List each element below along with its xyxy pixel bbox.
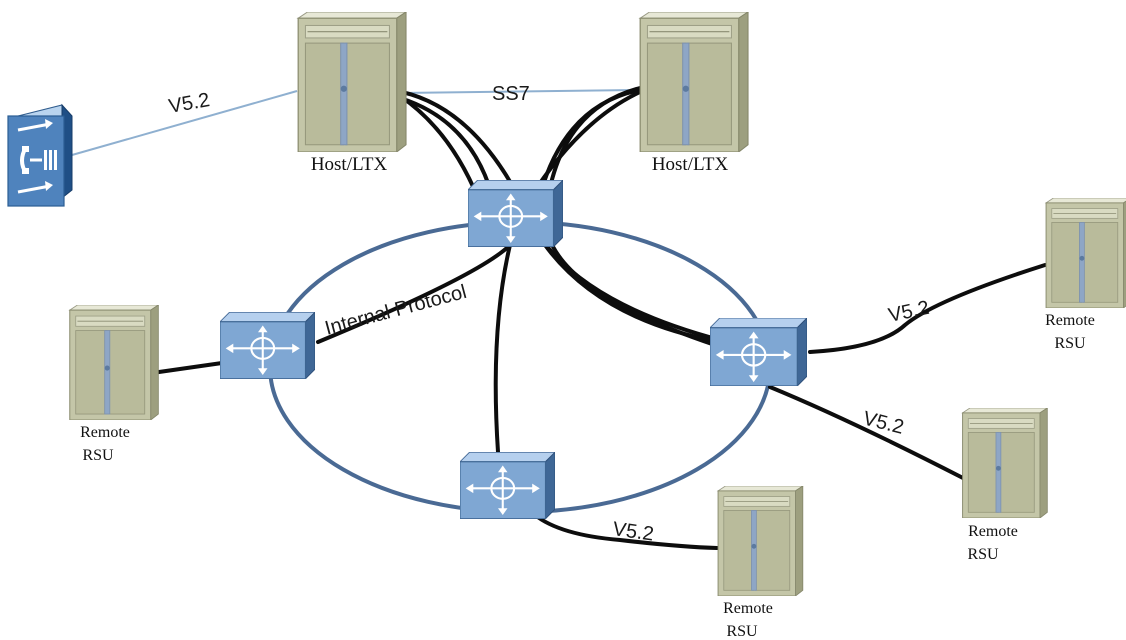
rsu-bottom-server-icon [717,486,804,596]
link-host-left-router-top-a [398,94,480,200]
rsu-right-top-server-icon [1045,198,1126,308]
link-host-right-router-top-b [538,88,642,197]
link-router-top-router-bottom [493,243,512,454]
rsu-left-label-line2: RSU [82,447,114,464]
rsu-bottom-label-line2: RSU [726,623,758,640]
link-router-right-rsu-right-top [808,263,1047,354]
link-host-host-ss7 [399,89,641,94]
link-pbx-host [71,90,298,156]
rsu-bottom-label-line1: Remote [723,600,773,617]
link-router-left-rsu-left [150,361,224,375]
link-router-right-rsu-right-bottom [768,385,965,480]
rsu-left-label-line1: Remote [80,424,130,441]
link-label-rsu-right-bottom: V5.2 [861,408,906,439]
link-label-internal-protocol: Internal Protocol [323,281,469,340]
host-right-label: Host/LTX [652,154,729,175]
rsu-left-server-icon [69,305,159,420]
link-label-ss7: SS7 [492,83,530,105]
thick-links [150,86,1047,550]
link-router-top-router-left [316,243,512,344]
rsu-right-bottom-server-icon [962,408,1048,518]
router-right-icon [710,318,807,386]
host-left-label: Host/LTX [311,154,388,175]
link-host-left-router-top-b [398,96,494,197]
host-right-server-icon [639,12,749,152]
link-label-rsu-right-top: V5.2 [886,297,931,327]
link-router-top-router-right [543,243,722,344]
rsu-right-top-label-line2: RSU [1054,335,1086,352]
rsu-right-top-label-line1: Remote [1045,312,1095,329]
exchange-icon [7,103,73,207]
rsu-right-bottom-label-line1: Remote [968,523,1018,540]
link-label-pbx-host: V5.2 [167,89,211,118]
rsu-right-bottom-label-line2: RSU [967,546,999,563]
router-left-icon [220,312,315,379]
host-left-server-icon [297,12,407,152]
router-bottom-icon [460,452,555,519]
router-top-icon [468,180,563,247]
link-router-bottom-rsu-bottom [533,513,719,550]
